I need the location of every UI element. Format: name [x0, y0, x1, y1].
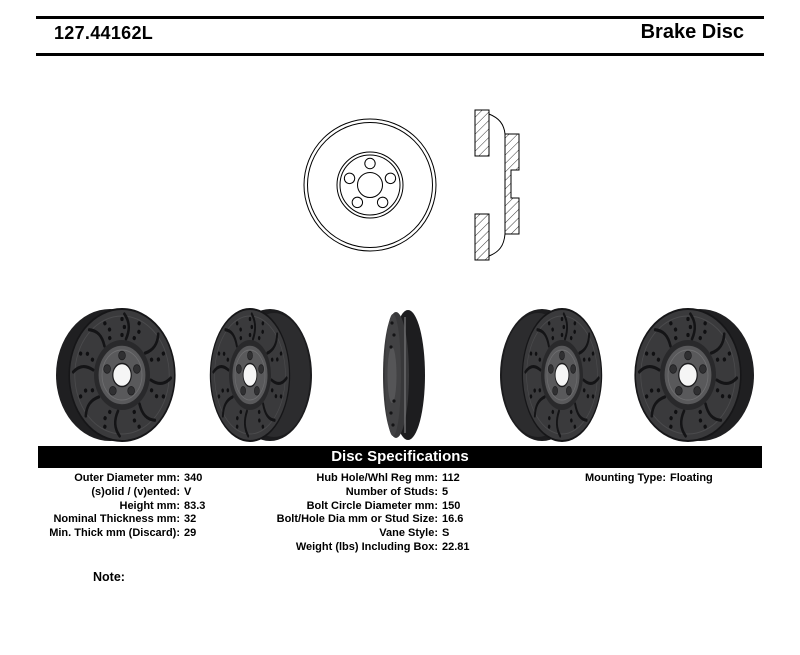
- spec-value: 32: [184, 513, 197, 526]
- spec-value: 5: [442, 485, 449, 498]
- spec-row: Bolt/Hole Dia mm or Stud Size: 16.6: [250, 513, 470, 527]
- spec-row: Height mm: 83.3: [20, 499, 206, 514]
- spec-row: Bolt Circle Diameter mm: 150: [250, 500, 470, 514]
- spec-row: Hub Hole/Whl Reg mm: 112: [250, 472, 470, 486]
- rotor-photo-angled-left: [52, 305, 188, 450]
- technical-drawing: [293, 99, 563, 271]
- front-view-drawing-icon: [303, 118, 437, 252]
- product-type-title: Brake Disc: [640, 21, 744, 43]
- spec-value: V: [184, 485, 192, 498]
- spec-label: Nominal Thickness mm:: [53, 513, 180, 526]
- spec-value: 83.3: [184, 499, 206, 512]
- spec-value: 29: [184, 527, 197, 540]
- spec-row: Vane Style: S: [250, 527, 470, 541]
- spec-label: (s)olid / (v)ented:: [91, 485, 180, 498]
- spec-column-right: Mounting Type: Floating: [556, 472, 713, 486]
- brake-disc-line-drawing-icon: [303, 109, 520, 261]
- spec-label: Bolt/Hole Dia mm or Stud Size:: [276, 513, 438, 526]
- spec-column-middle: Hub Hole/Whl Reg mm: 112 Number of Studs…: [250, 472, 470, 555]
- rotor-photo-edge-view: [346, 305, 458, 450]
- rotor-photo-angled-right: [622, 305, 758, 450]
- spec-value: 340: [184, 472, 203, 484]
- cross-section-drawing-icon: [474, 109, 520, 261]
- part-number: 127.44162L: [54, 23, 154, 43]
- spec-label: Mounting Type:: [584, 472, 666, 484]
- spec-value: 112: [442, 472, 460, 484]
- spec-label: Bolt Circle Diameter mm:: [306, 499, 438, 512]
- header-bottom-rule: [36, 53, 764, 56]
- spec-label: Vane Style:: [379, 527, 438, 540]
- spec-value: 16.6: [442, 513, 464, 526]
- spec-value: 22.81: [442, 540, 470, 553]
- spec-value: Floating: [670, 472, 713, 484]
- spec-row: Nominal Thickness mm: 32: [20, 513, 205, 527]
- note-label: Note:: [93, 570, 125, 584]
- spec-row: (s)olid / (v)ented: V: [20, 486, 205, 500]
- spec-row: Outer Diameter mm: 340: [20, 472, 205, 486]
- spec-row: Min. Thick mm (Discard): 29: [20, 527, 205, 541]
- rotor-photo-oblique-left: [194, 303, 334, 452]
- spec-label: Hub Hole/Whl Reg mm:: [316, 472, 438, 484]
- spec-label: Min. Thick mm (Discard):: [49, 527, 180, 540]
- spec-label: Number of Studs:: [345, 485, 438, 498]
- spec-value: S: [442, 527, 450, 540]
- rotor-photo-oblique-right: [478, 303, 618, 452]
- spec-row: Number of Studs: 5: [250, 486, 470, 500]
- spec-label: Outer Diameter mm:: [74, 472, 180, 484]
- spec-label: Weight (lbs) Including Box:: [295, 540, 438, 553]
- spec-label: Height mm:: [119, 499, 181, 512]
- spec-row: Weight (lbs) Including Box: 22.81: [250, 541, 470, 555]
- disc-specifications-bar: Disc Specifications: [38, 446, 762, 468]
- spec-column-left: Outer Diameter mm: 340 (s)olid / (v)ente…: [20, 472, 205, 541]
- spec-value: 150: [442, 499, 461, 512]
- header-top-rule: [36, 16, 764, 19]
- spec-row: Mounting Type: Floating: [556, 472, 713, 486]
